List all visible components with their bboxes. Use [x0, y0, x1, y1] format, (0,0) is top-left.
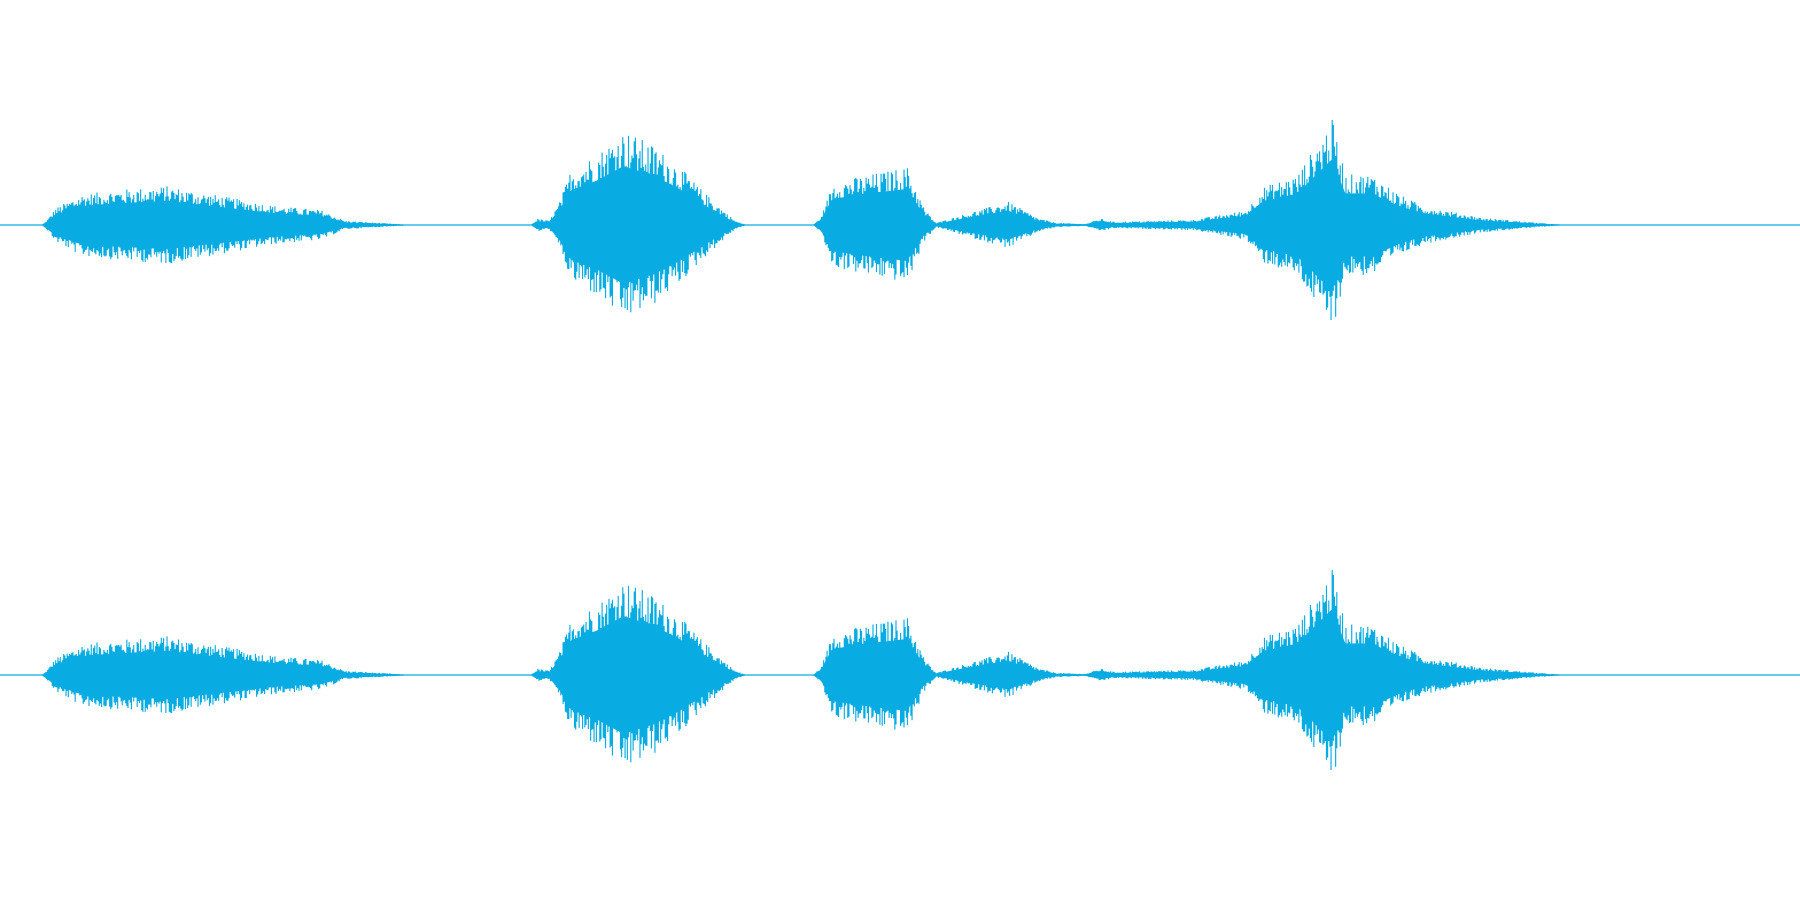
- waveform-channel-1: [0, 119, 1800, 321]
- waveform-envelope: [0, 159, 1800, 291]
- waveform-channel-2: [0, 569, 1800, 771]
- waveform-envelope: [0, 609, 1800, 741]
